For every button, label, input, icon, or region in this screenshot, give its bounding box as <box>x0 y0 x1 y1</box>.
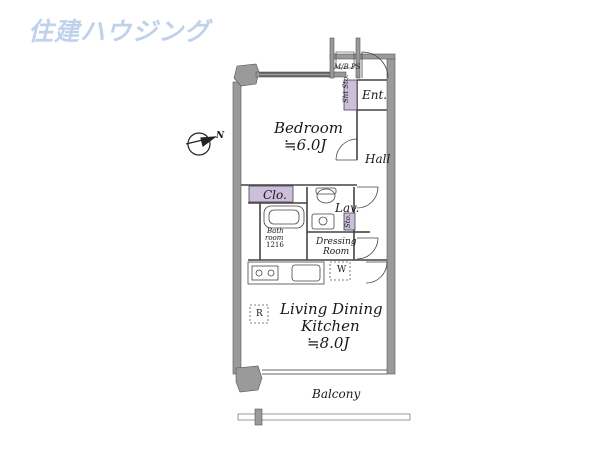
brand-watermark: 住建ハウジング <box>28 17 211 46</box>
hall-label: Hall <box>365 152 391 166</box>
entrance-top-wall <box>329 53 396 60</box>
balcony-parapet <box>237 413 411 421</box>
lavatory-label: Lav. <box>335 201 360 215</box>
left-column-bottom <box>235 365 263 393</box>
ldk-label-line2: Kitchen <box>301 317 360 335</box>
windows <box>259 72 387 375</box>
dressing-label-line2: Room <box>323 247 350 257</box>
bedroom-size: ≒6.0J <box>284 136 327 154</box>
entrance-label: Ent. <box>362 88 388 102</box>
toilet <box>316 188 336 204</box>
ldk-door <box>365 261 388 284</box>
compass-label: N <box>216 131 225 141</box>
appliance-boxes <box>249 261 351 324</box>
closet-fill <box>248 185 294 203</box>
toilet-door <box>356 186 379 209</box>
small-sto-fill <box>343 212 356 231</box>
storage-fills <box>248 79 358 231</box>
shoe-storage-fill <box>343 79 358 111</box>
bath-fixtures <box>263 187 337 230</box>
meter-ps-label: M/B PS <box>334 63 361 71</box>
bedroom-label: Bedroom <box>274 119 343 137</box>
washbasin <box>311 213 335 230</box>
left-wall <box>232 81 242 375</box>
left-column-top <box>233 63 260 87</box>
kitchen-counter <box>247 261 325 285</box>
balcony-post <box>254 408 263 426</box>
refrigerator-box <box>249 304 269 324</box>
compass-icon <box>185 132 217 156</box>
bathroom-label-line2: room <box>265 234 284 242</box>
balcony-label: Balcony <box>312 387 361 401</box>
walls <box>232 37 411 426</box>
refrigerator-label: R <box>256 309 263 319</box>
ps-wall-left <box>329 37 335 79</box>
ldk-label-line1: Living Dining <box>280 300 383 318</box>
doors <box>335 51 389 284</box>
ldk-size: ≒8.0J <box>307 334 350 352</box>
right-wall <box>386 57 396 375</box>
dressing-door <box>356 237 379 260</box>
dressing-label-line1: Dressing <box>316 237 357 247</box>
ps-wall-right <box>355 37 361 79</box>
ps-box <box>335 51 355 69</box>
shoe-storage-label: Sht Sto. <box>342 74 350 103</box>
bathroom-label-line1: Bath <box>267 227 284 235</box>
bedroom-top-wall <box>255 71 347 78</box>
ent-door <box>361 51 389 79</box>
closet-label: Clo. <box>263 188 287 202</box>
bathtub <box>263 205 305 229</box>
partitions <box>241 79 387 261</box>
bedroom-door <box>335 138 358 161</box>
bathroom-size: 1216 <box>266 241 284 249</box>
small-sto-label: Sto. <box>344 214 352 228</box>
kitchen <box>247 261 325 285</box>
washer-label: W <box>337 265 347 275</box>
washer-box <box>329 261 351 281</box>
